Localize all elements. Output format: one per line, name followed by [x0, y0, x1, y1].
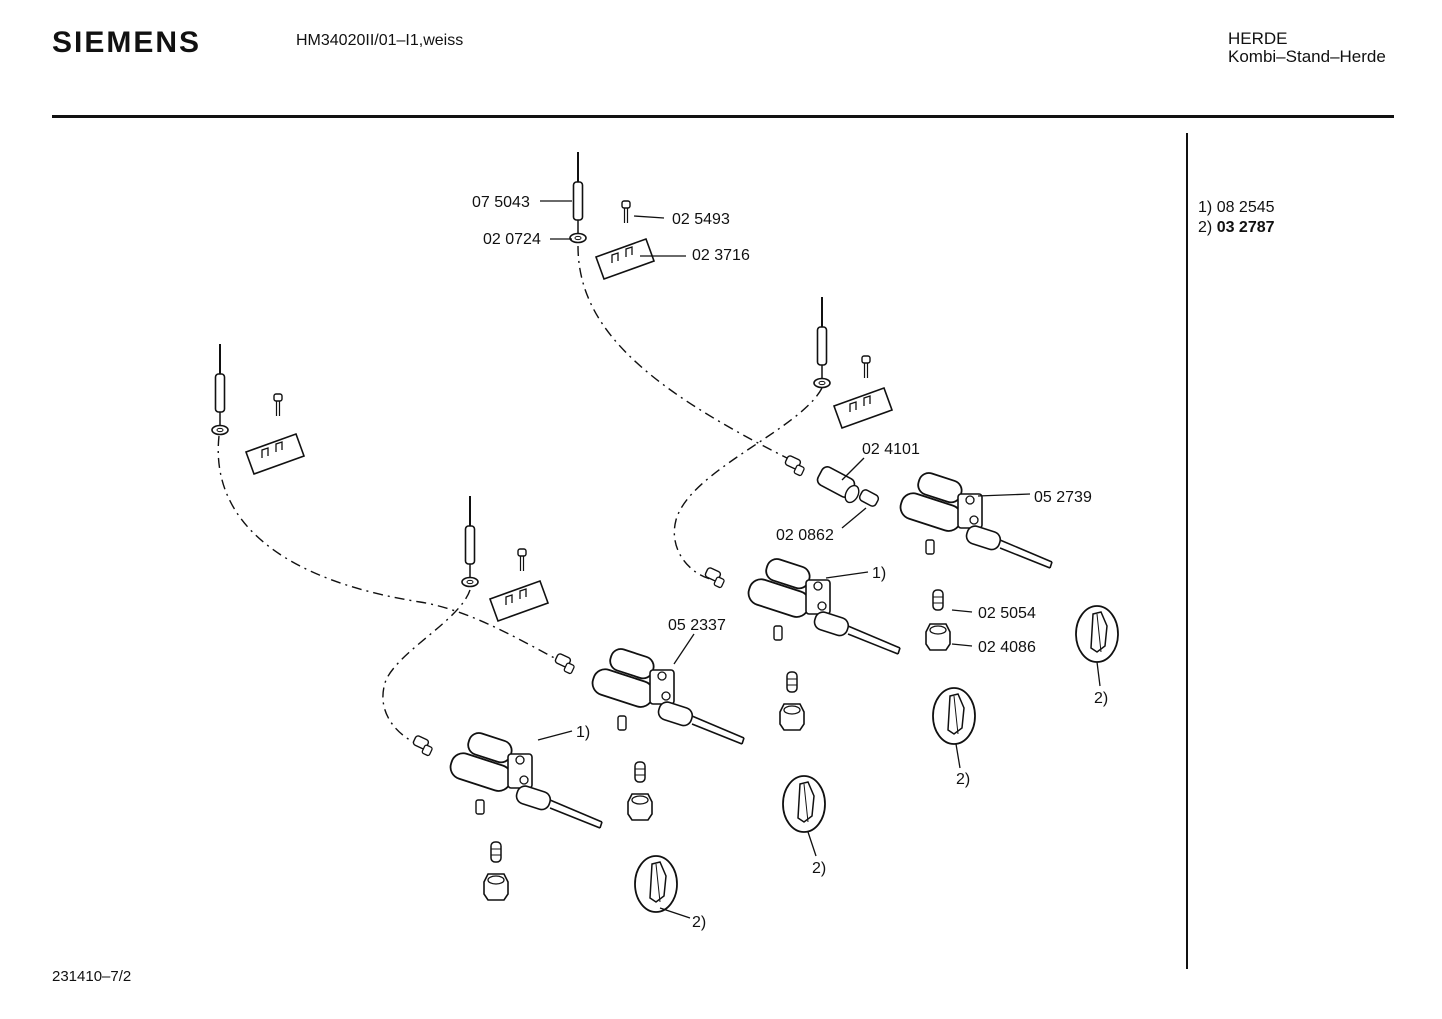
label-024086: 02 4086 — [978, 639, 1036, 656]
cable-right — [673, 387, 823, 581]
label-025054: 02 5054 — [978, 605, 1036, 622]
valve-left — [446, 729, 603, 829]
screw-right — [861, 355, 871, 379]
ref-1-left-valve: 1) — [576, 724, 590, 741]
knob-mid — [782, 775, 826, 833]
thermocouple-sensor-left — [211, 343, 229, 436]
knob-right-center — [932, 687, 976, 745]
label-023716: 02 3716 — [692, 247, 750, 264]
note-2-marker: 2) — [1198, 219, 1213, 236]
appliance-category: HERDE Kombi–Stand–Herde — [1228, 30, 1386, 66]
bracket-plate-top — [595, 238, 655, 280]
knob-left — [634, 855, 678, 913]
screw-mid — [517, 548, 527, 572]
bracket-plate-right — [833, 387, 893, 429]
olive-mid — [634, 761, 646, 783]
thermocouple-sensor-mid — [461, 495, 479, 588]
nut-left — [483, 873, 509, 901]
notes-divider — [1186, 133, 1188, 969]
bracket-plate-mid — [489, 580, 549, 622]
valve-052337 — [588, 645, 745, 745]
ref-2-knob-left: 2) — [692, 914, 706, 931]
note-2-part: 03 2787 — [1216, 219, 1275, 236]
label-075043: 07 5043 — [472, 194, 530, 211]
bracket-plate-left — [245, 433, 305, 475]
label-024101: 02 4101 — [862, 441, 920, 458]
insert-020862 — [858, 489, 880, 507]
coupling-left-valve — [411, 734, 434, 757]
olive-right-center — [786, 671, 798, 693]
category-line-2: Kombi–Stand–Herde — [1228, 47, 1386, 66]
cable-mid — [382, 589, 471, 746]
olive-025054 — [932, 589, 944, 611]
ref-2-knob-right-center: 2) — [956, 771, 970, 788]
nut-mid — [627, 793, 653, 821]
brand-logo: SIEMENS — [52, 26, 202, 59]
screw-left — [273, 393, 283, 417]
cable-top — [577, 245, 796, 463]
knob-far-right — [1075, 605, 1119, 663]
coupling-mid-valve — [553, 652, 576, 675]
note-2: 2) 03 2787 — [1198, 218, 1275, 238]
label-025493: 02 5493 — [672, 211, 730, 228]
coupling-024101-side — [783, 454, 806, 477]
note-1-marker: 1) — [1198, 199, 1213, 216]
model-number: HM34020II/01–I1,weiss — [296, 32, 464, 49]
label-020724: 02 0724 — [483, 231, 541, 248]
note-1-part: 08 2545 — [1216, 199, 1275, 216]
screw-top — [621, 200, 631, 224]
label-020862: 02 0862 — [776, 527, 834, 544]
cable-left — [217, 435, 563, 663]
thermocouple-sensor-top — [569, 151, 587, 244]
adapter-024101 — [816, 466, 860, 504]
valve-052739 — [896, 469, 1053, 569]
olive-left — [490, 841, 502, 863]
document-number: 231410–7/2 — [52, 968, 132, 985]
notes-panel: 1) 08 2545 2) 03 2787 — [1198, 198, 1275, 238]
category-line-1: HERDE — [1228, 29, 1288, 48]
nut-right-center — [779, 703, 805, 731]
nut-024086 — [925, 623, 951, 651]
header-divider — [52, 115, 1394, 118]
coupling-right-valve — [703, 566, 726, 589]
label-052337: 05 2337 — [668, 617, 726, 634]
ref-2-knob-far-right: 2) — [1094, 690, 1108, 707]
note-1: 1) 08 2545 — [1198, 198, 1275, 218]
ref-1-right-valve: 1) — [872, 565, 886, 582]
thermocouple-sensor-right — [813, 296, 831, 389]
label-052739: 05 2739 — [1034, 489, 1092, 506]
ref-2-knob-mid: 2) — [812, 860, 826, 877]
